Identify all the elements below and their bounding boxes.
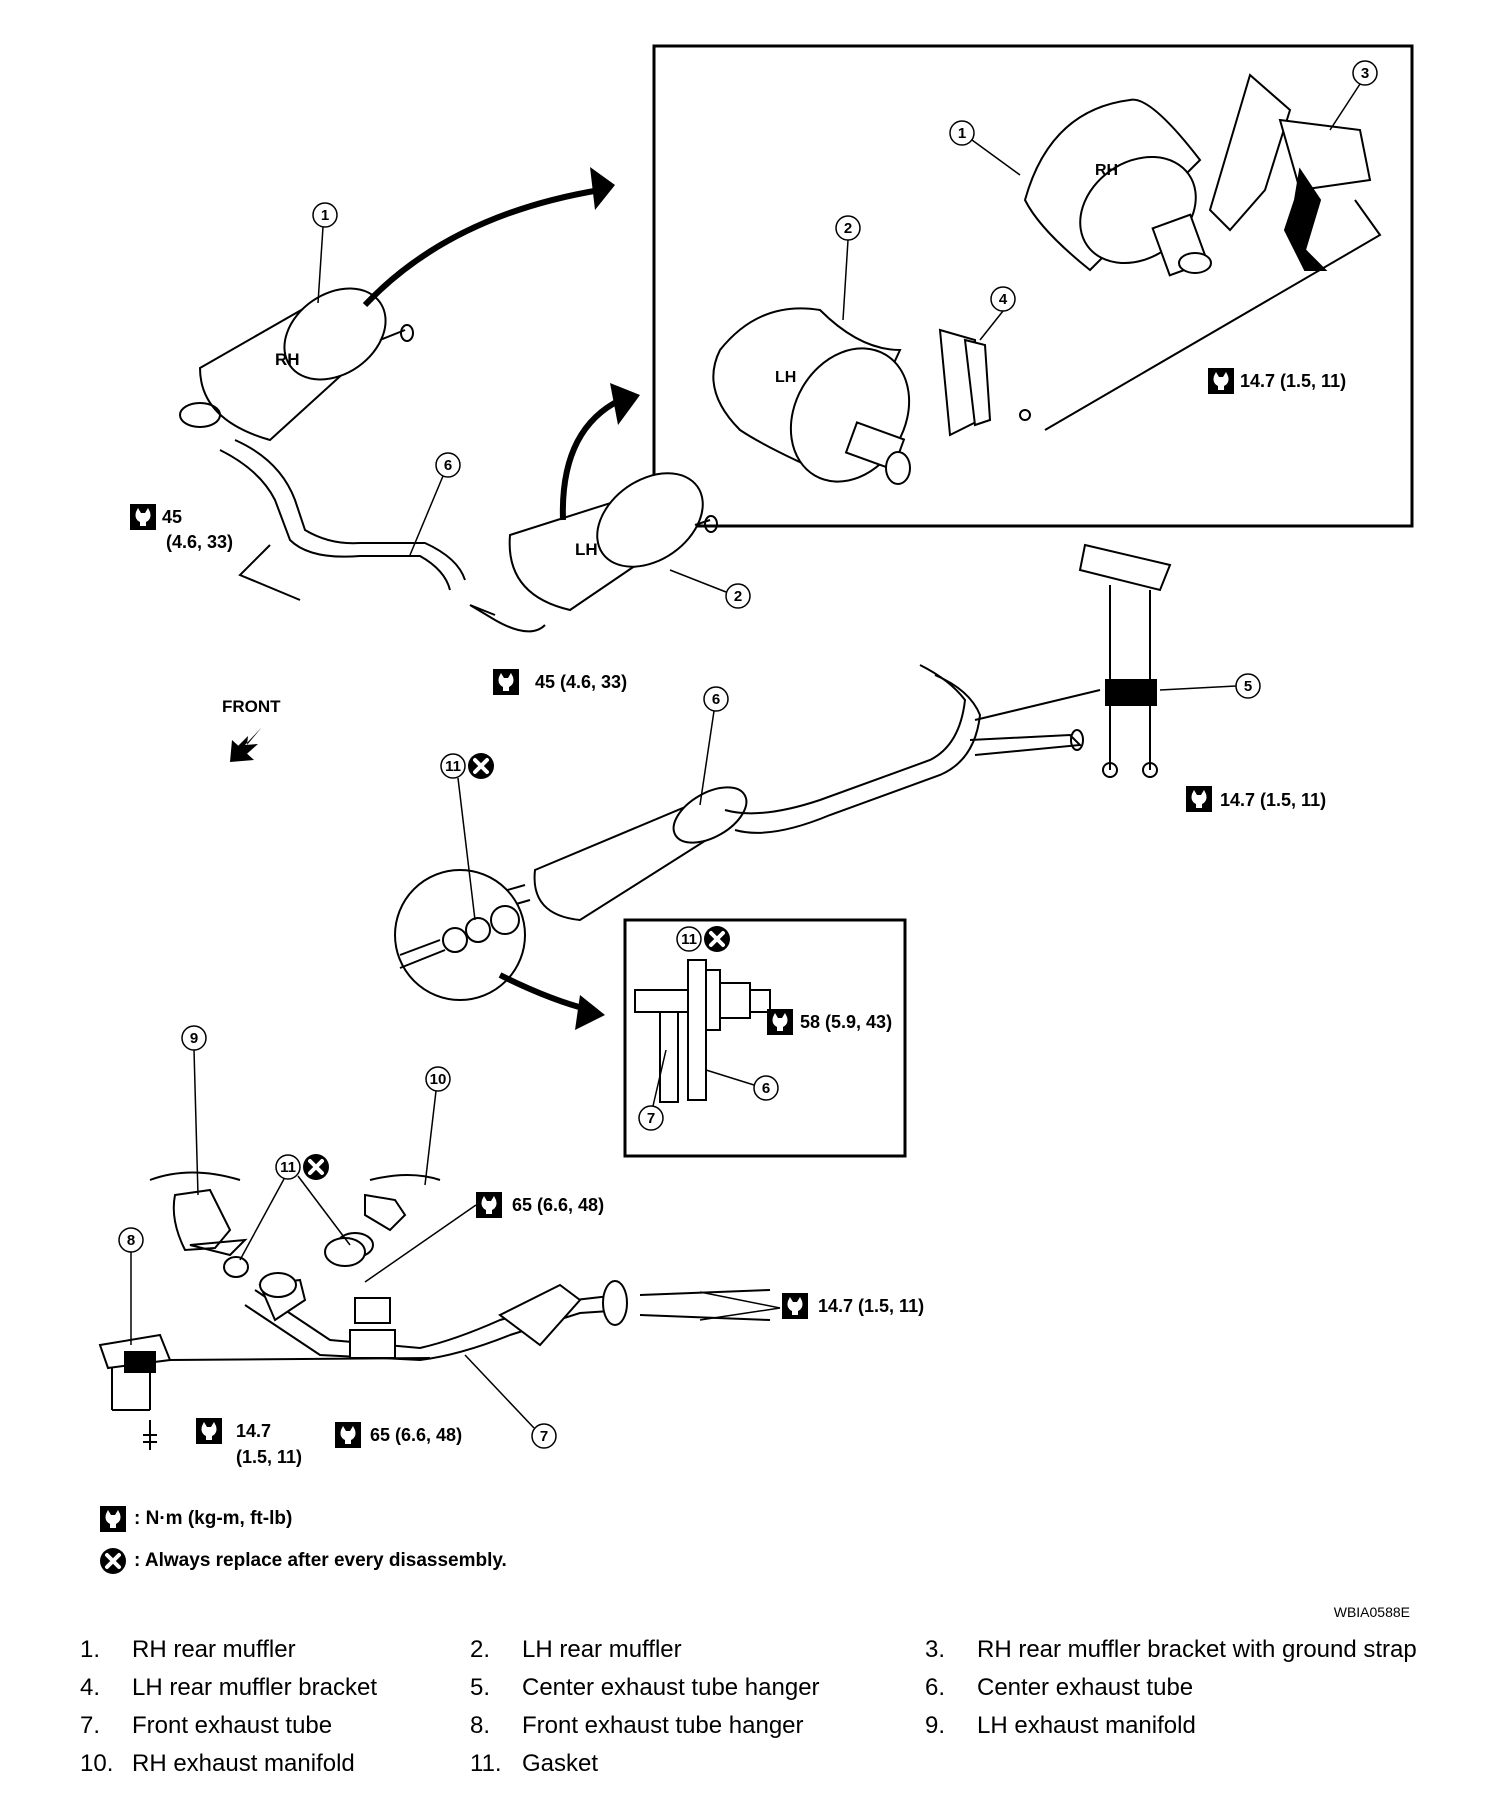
- inset-rh-muffler: RH: [1023, 98, 1212, 277]
- callout-7: 7: [540, 1428, 548, 1445]
- callout-1-inset: 1: [958, 125, 966, 142]
- inset-lh-muffler: LH: [712, 307, 911, 485]
- callout-2: 2: [734, 588, 742, 605]
- torque-wrench-icon: [100, 1506, 126, 1532]
- lh-muffler-label: LH: [575, 540, 598, 559]
- callout-7-flange: 7: [647, 1110, 655, 1127]
- part-item: 6.Center exhaust tube: [925, 1674, 1194, 1701]
- replace-x-icon: [301, 1152, 331, 1182]
- replace-x-icon: [100, 1548, 126, 1574]
- torque-45-b: 45 (4.6, 33): [535, 672, 627, 692]
- torque-inset: 14.7 (1.5, 11): [1240, 371, 1346, 391]
- callout-11-center: 11: [445, 758, 461, 775]
- legend-torque-text: : N·m (kg-m, ft-lb): [134, 1508, 293, 1529]
- callout-4-inset: 4: [999, 291, 1008, 308]
- part-item: 3.RH rear muffler bracket with ground st…: [925, 1636, 1417, 1663]
- callout-10: 10: [430, 1071, 447, 1088]
- top-callouts: [312, 202, 751, 609]
- torque-wrench-icon: [767, 1009, 793, 1035]
- part-item: 7.Front exhaust tube: [80, 1712, 333, 1739]
- inset-lh-label: LH: [775, 369, 796, 386]
- front-arrow-icon: [230, 727, 262, 762]
- part-item: 5.Center exhaust tube hanger: [470, 1674, 820, 1701]
- part-item: 10.RH exhaust manifold: [80, 1750, 355, 1777]
- flange-callouts: [638, 926, 779, 1131]
- part-item: 1.RH rear muffler: [80, 1636, 296, 1663]
- torque-leader-lines: [364, 1204, 781, 1321]
- torque-wrench-icon: [130, 504, 156, 530]
- torque-65-b: 65 (6.6, 48): [370, 1425, 462, 1445]
- torque-wrench-icon: [335, 1422, 361, 1448]
- center-callouts: [440, 673, 1261, 921]
- part-item: 2.LH rear muffler: [470, 1636, 682, 1663]
- callout-5: 5: [1244, 678, 1252, 695]
- part-item: 8.Front exhaust tube hanger: [470, 1712, 804, 1739]
- part-item: 11.Gasket: [470, 1750, 599, 1777]
- front-exhaust-assembly: [98, 1171, 771, 1450]
- inset-rh-bracket: [1044, 73, 1382, 431]
- callout-9: 9: [190, 1030, 198, 1047]
- torque-14-7-b: (1.5, 11): [236, 1447, 302, 1467]
- torque-wrench-icon: [476, 1192, 502, 1218]
- figure-code: WBIA0588E: [1333, 1604, 1410, 1620]
- callout-3-inset: 3: [1361, 65, 1369, 82]
- torque-wrench-icon: [196, 1418, 222, 1444]
- callout-6-center: 6: [712, 691, 720, 708]
- rear-mufflers: RH LH: [179, 167, 718, 633]
- flange-detail-inset: [623, 918, 907, 1158]
- torque-45-a1: 45: [162, 507, 182, 527]
- lower-callouts: [118, 1025, 557, 1449]
- callout-11-flange: 11: [681, 931, 697, 948]
- inset-rh-label: RH: [1095, 162, 1118, 179]
- part-item: 9.LH exhaust manifold: [925, 1712, 1196, 1739]
- callout-11-lower: 11: [280, 1159, 296, 1176]
- legend-replace-text: : Always replace after every disassembly…: [134, 1550, 507, 1571]
- torque-45-a2: (4.6, 33): [166, 532, 233, 552]
- part-item: 4.LH rear muffler bracket: [80, 1674, 377, 1701]
- rh-muffler-label: RH: [275, 350, 300, 369]
- torque-cat: 14.7 (1.5, 11): [818, 1296, 924, 1316]
- callout-6-flange: 6: [762, 1080, 770, 1097]
- center-exhaust-tube: [394, 543, 1172, 1030]
- callout-8: 8: [127, 1232, 135, 1249]
- legend-replace: : Always replace after every disassembly…: [100, 1548, 507, 1574]
- torque-wrench-icon: [1186, 786, 1212, 812]
- exhaust-system-diagram: RH LH 1: [98, 44, 1414, 1467]
- torque-58: 58 (5.9, 43): [800, 1012, 892, 1032]
- torque-14-7-a: 14.7: [236, 1421, 271, 1441]
- torque-65-a: 65 (6.6, 48): [512, 1195, 604, 1215]
- inset-callouts: [835, 60, 1378, 341]
- replace-x-icon: [702, 924, 732, 954]
- torque-hanger-center: 14.7 (1.5, 11): [1220, 790, 1326, 810]
- callout-6-top: 6: [444, 457, 452, 474]
- torque-wrench-icon: [782, 1293, 808, 1319]
- replace-x-icon: [466, 751, 496, 781]
- rear-muffler-detail-inset: RH LH 1: [652, 44, 1414, 528]
- inset-lh-bracket: [938, 328, 1031, 437]
- torque-wrench-icon: [1208, 368, 1234, 394]
- legend-torque: : N·m (kg-m, ft-lb): [100, 1506, 292, 1532]
- callout-2-inset: 2: [844, 220, 852, 237]
- callout-1: 1: [321, 207, 329, 224]
- torque-wrench-icon: [493, 669, 519, 695]
- front-label: FRONT: [222, 697, 281, 716]
